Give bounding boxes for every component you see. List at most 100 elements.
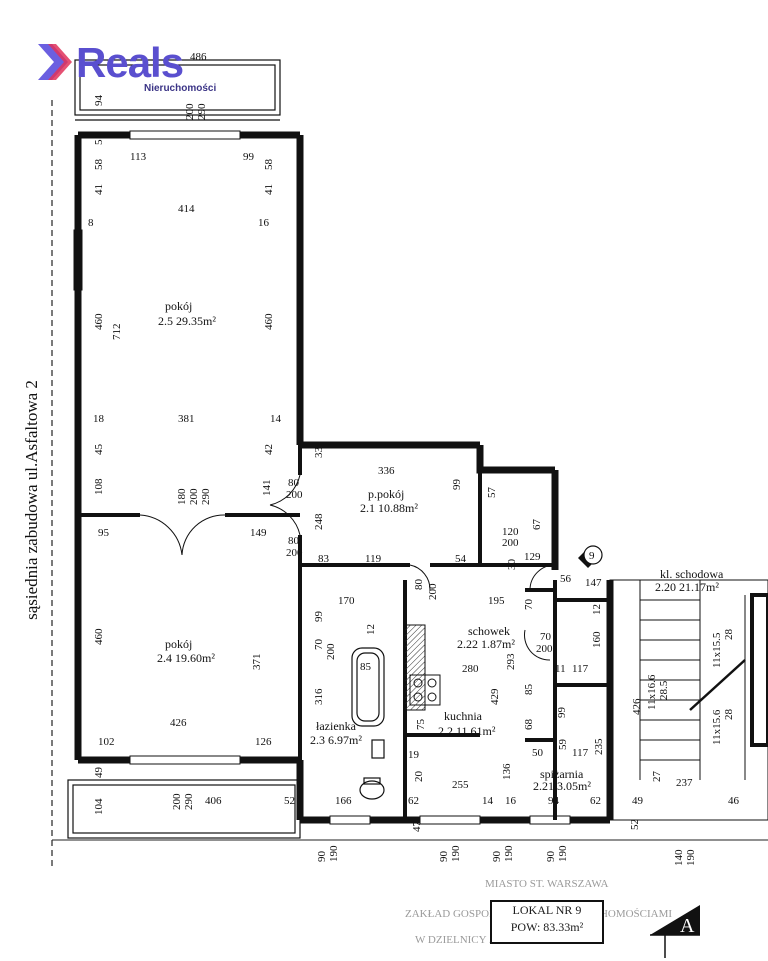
dim-label: 67 <box>531 519 543 531</box>
dim-label: 149 <box>250 527 267 539</box>
staircase <box>609 579 768 821</box>
dim-label: 166 <box>335 795 352 807</box>
dim-label: 113 <box>130 151 147 163</box>
dim-label: 414 <box>178 203 195 215</box>
stair-label: 11x15.5 <box>711 632 723 668</box>
dim-label: 90 <box>545 851 557 863</box>
room-area-2-21: 2.21 3.05m² <box>533 779 591 793</box>
room-name-2-22: schowek <box>468 624 510 638</box>
dim-label: 200 <box>427 583 439 600</box>
dim-label: 426 <box>170 717 187 729</box>
dim-label: 41 <box>263 184 275 195</box>
dim-label: 200 <box>286 547 303 559</box>
dim-label: 255 <box>452 779 469 791</box>
dim-label: 42 <box>263 444 275 455</box>
dim-label: 190 <box>685 849 697 866</box>
stair-label: 28.5 <box>658 680 670 700</box>
dim-label: 50 <box>532 747 544 759</box>
room-area-2-1: 2.1 10.88m² <box>360 501 418 515</box>
dim-label: 235 <box>593 738 605 755</box>
toilet <box>359 780 385 800</box>
room-area-2-3: 2.3 6.97m² <box>310 733 362 747</box>
dim-label: 14 <box>482 795 494 807</box>
section-marker: A <box>650 905 700 958</box>
dim-label: 129 <box>524 551 541 563</box>
chevron-mark-icon <box>38 44 72 80</box>
unit-number: LOKAL NR 9 <box>512 903 582 917</box>
dim-label: 108 <box>93 478 105 495</box>
dim-label: 290 <box>196 103 208 120</box>
room-area-2-2: 2.2 11.61m² <box>438 724 496 738</box>
room-area-2-22: 2.22 1.87m² <box>457 637 515 651</box>
dim-label: 712 <box>111 324 123 341</box>
dim-label: 62 <box>408 795 419 807</box>
dim-label: 141 <box>261 480 273 497</box>
room-labels: pokój 2.5 29.35m² pokój 2.4 19.60m² p.po… <box>157 299 724 793</box>
dim-label: 19 <box>408 749 420 761</box>
dim-label: 51 <box>93 134 105 145</box>
stamp-text-line1: MIASTO ST. WARSZAWA <box>485 878 609 890</box>
dim-label: 12 <box>365 624 377 635</box>
dim-label: 70 <box>540 631 552 643</box>
dim-label: 11 <box>555 663 566 675</box>
room-area-2-20: 2.20 21.17m² <box>655 580 719 594</box>
dim-label: 45 <box>93 444 105 456</box>
balcony-top <box>74 59 281 121</box>
dim-label: 59 <box>557 739 569 751</box>
dim-label: 336 <box>378 465 395 477</box>
dim-label: 104 <box>93 798 105 815</box>
room-name-2-2: kuchnia <box>444 709 483 723</box>
windows <box>73 130 571 825</box>
dim-label: 426 <box>631 698 643 715</box>
dim-label: 190 <box>557 845 569 862</box>
dim-label: 190 <box>450 845 462 862</box>
dim-label: 371 <box>251 654 263 671</box>
dim-label: 54 <box>455 553 467 565</box>
dim-label: 290 <box>183 793 195 810</box>
section-marker-label: A <box>680 915 695 937</box>
dim-label: 85 <box>523 684 535 696</box>
brand-logo: Reals Nieruchomości <box>38 40 238 100</box>
dim-label: 62 <box>590 795 601 807</box>
dim-label: 460 <box>263 313 275 330</box>
dim-label: 147 <box>585 577 602 589</box>
unit-area: POW: 83.33m² <box>510 920 584 934</box>
dimension-labels: 486 94 200 290 51 113 99 58 58 41 41 414… <box>88 51 740 866</box>
dim-label: 80 <box>288 477 300 489</box>
dim-label: 8 <box>88 217 94 229</box>
dim-label: 20 <box>413 771 425 783</box>
dim-label: 180 <box>176 488 188 505</box>
dim-label: 117 <box>572 747 589 759</box>
dim-label: 57 <box>486 487 498 499</box>
dim-label: 99 <box>556 707 568 719</box>
room-name-2-4: pokój <box>165 637 192 651</box>
dim-label: 58 <box>93 159 105 171</box>
room-area-2-5: 2.5 29.35m² <box>158 314 216 328</box>
dim-label: 406 <box>205 795 222 807</box>
doors <box>139 474 556 661</box>
dim-label: 75 <box>415 719 427 731</box>
dim-label: 94 <box>93 95 105 107</box>
dim-label: 248 <box>313 513 325 530</box>
room-name-2-20: kl. schodowa <box>660 567 724 581</box>
dim-label: 200 <box>536 643 553 655</box>
dim-label: 429 <box>489 688 501 705</box>
room-name-2-21: spiżarnia <box>540 767 584 781</box>
dim-label: 83 <box>318 553 330 565</box>
dim-label: 80 <box>288 535 300 547</box>
dim-label: 190 <box>328 845 340 862</box>
dim-label: 90 <box>316 851 328 863</box>
dim-label: 381 <box>178 413 195 425</box>
dim-label: 195 <box>488 595 505 607</box>
dim-label: 80 <box>413 579 425 591</box>
dim-label: 200 <box>188 488 200 505</box>
dim-label: 47 <box>411 821 423 833</box>
room-name-2-5: pokój <box>165 299 192 313</box>
dim-label: 52 <box>284 795 295 807</box>
dim-label: 90 <box>491 851 503 863</box>
dim-label: 200 <box>286 489 303 501</box>
axis-marker-label: 9 <box>589 550 595 562</box>
brand-subtitle: Nieruchomości <box>144 83 217 94</box>
dim-label: 160 <box>591 631 603 648</box>
dim-label: 237 <box>676 777 693 789</box>
